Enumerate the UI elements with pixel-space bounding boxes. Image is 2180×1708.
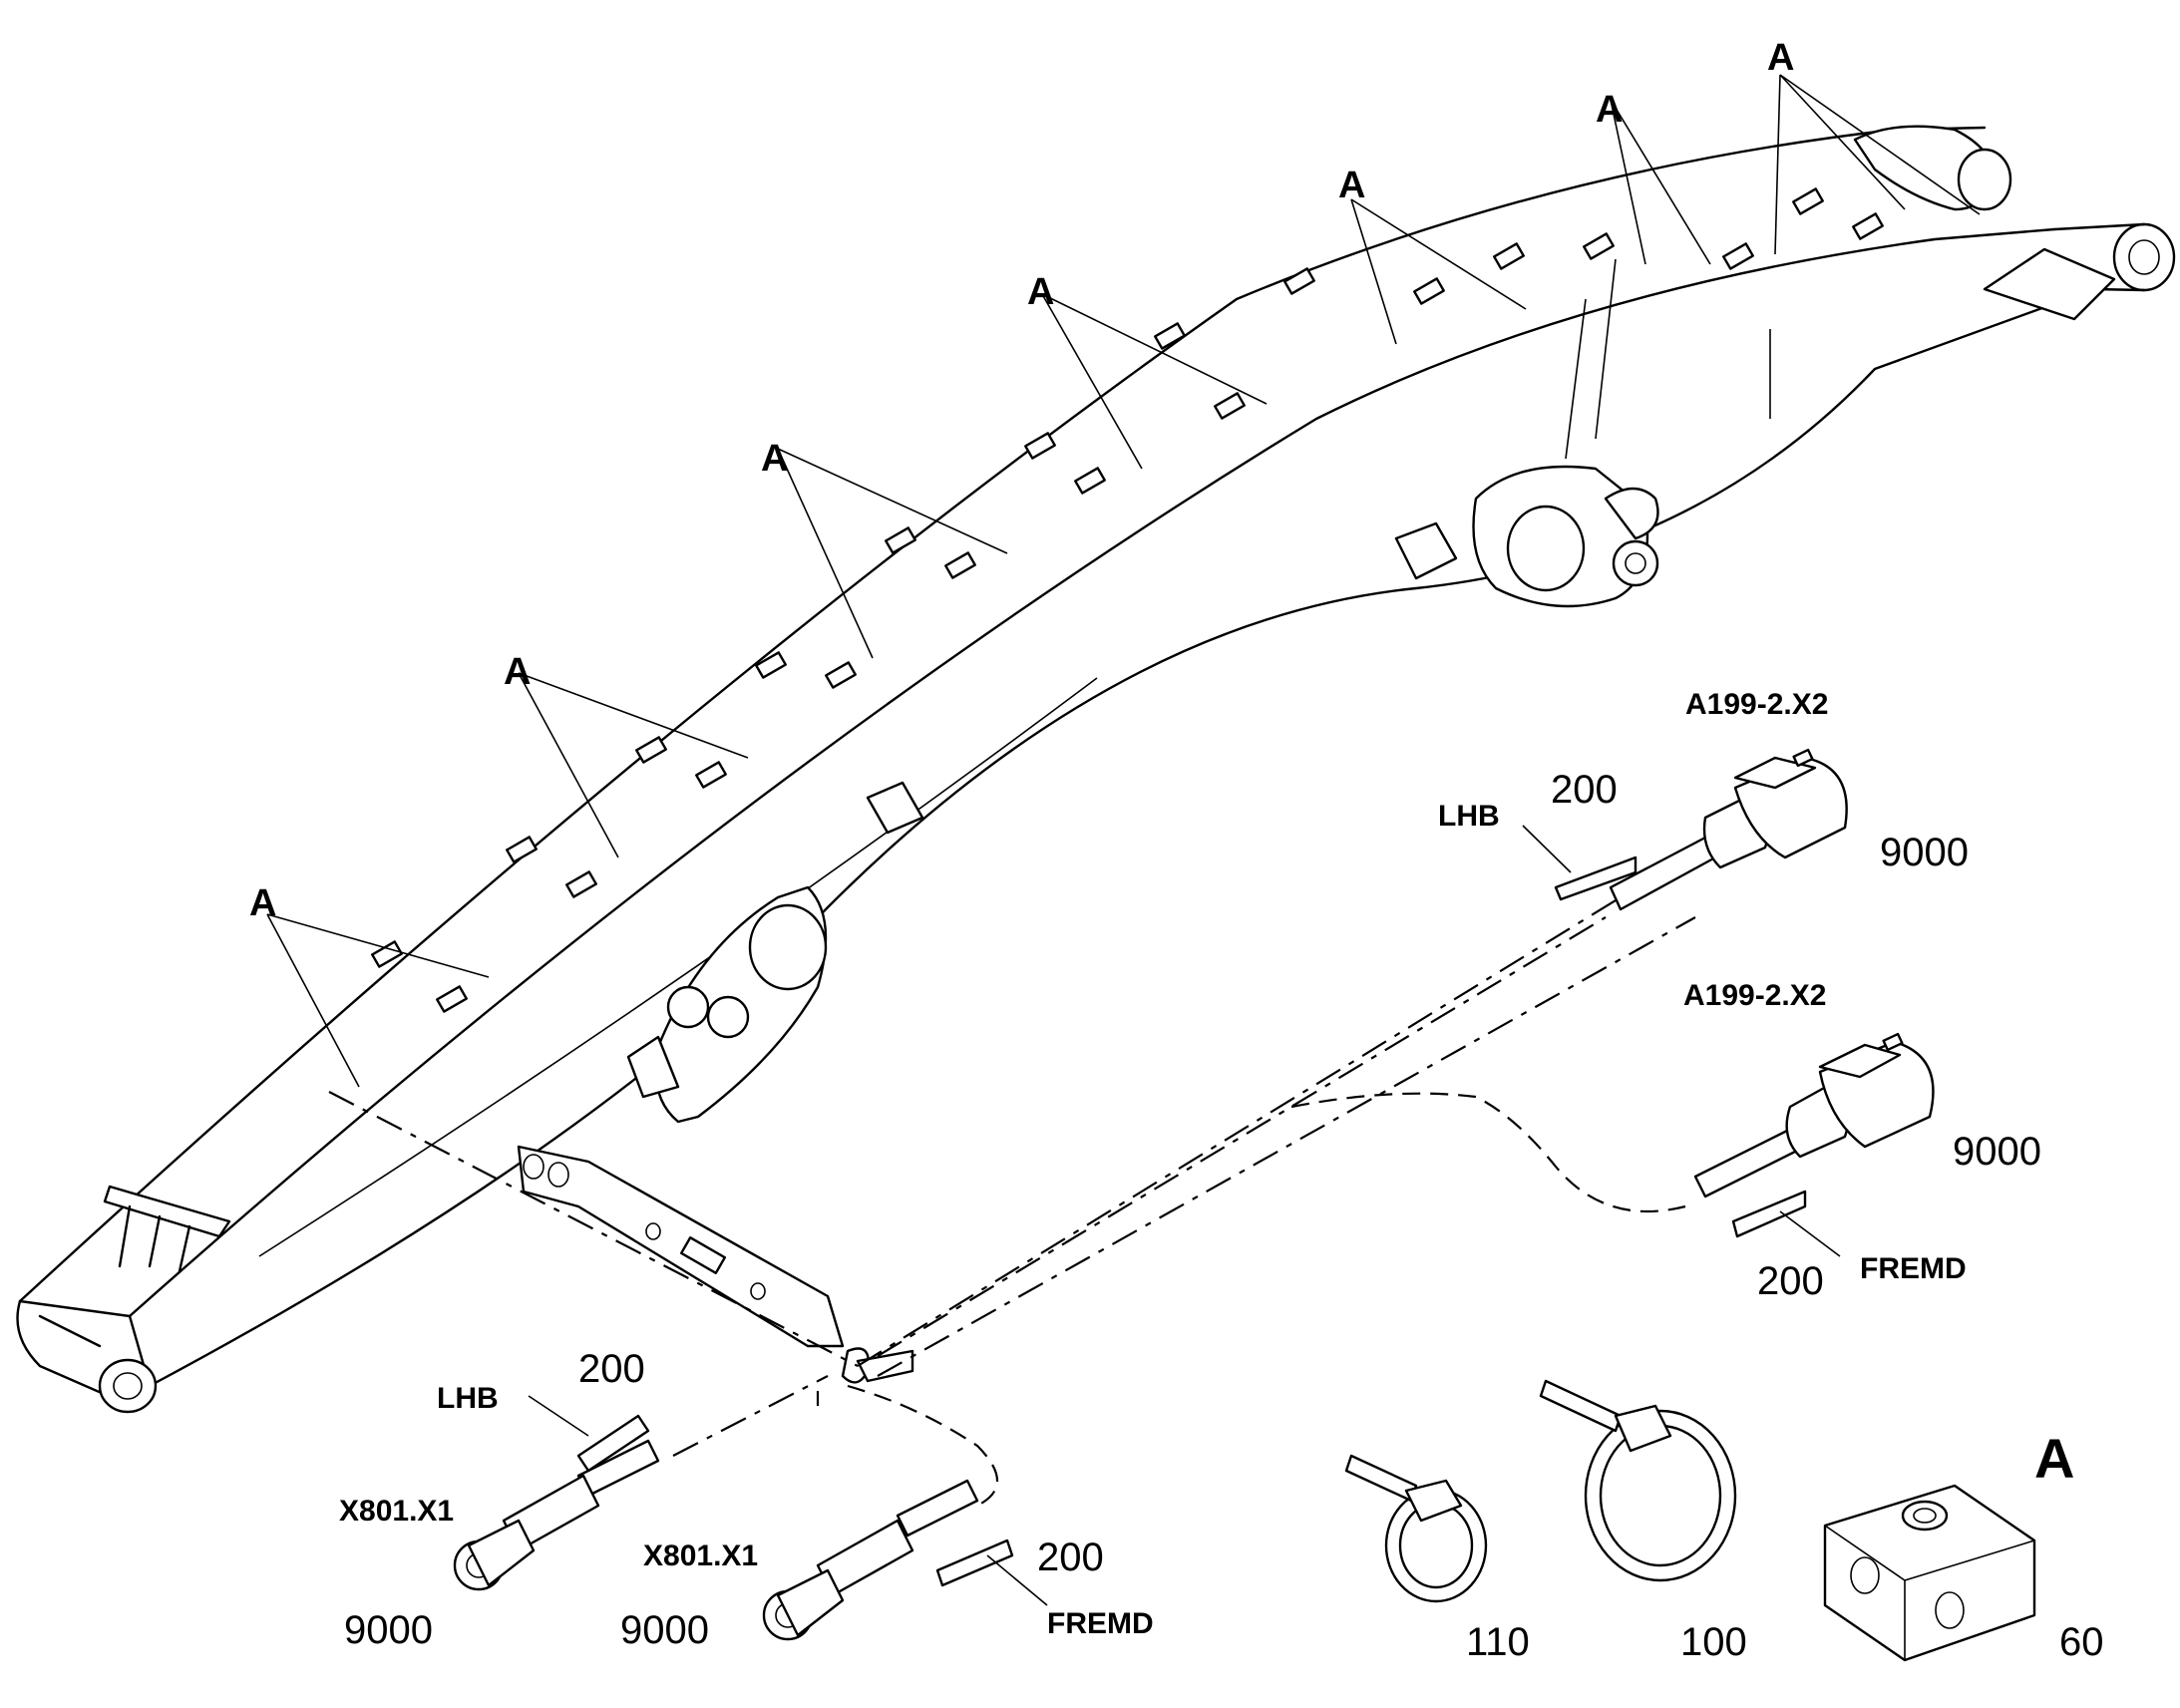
cable-tie-large	[1539, 1379, 1737, 1582]
clamp-block	[1823, 1484, 2036, 1662]
cable-tie-small	[1344, 1454, 1488, 1603]
cylinder-mount-rear	[1472, 298, 1659, 608]
fremd-label-1: FREMD	[1860, 1252, 1967, 1285]
lhb-label-2: LHB	[437, 1382, 499, 1415]
cable-tie-small-number: 110	[1466, 1620, 1530, 1664]
fastener-pads	[371, 187, 1884, 1013]
connector-assembly-top-2	[1693, 1032, 1935, 1257]
section-marker-3: A	[761, 438, 788, 480]
section-marker-4: A	[1027, 271, 1054, 313]
nose-bracket	[103, 1185, 231, 1238]
connector-number-1: 9000	[1880, 831, 1969, 874]
section-marker-6: A	[1596, 89, 1623, 131]
tab-rear	[1394, 521, 1458, 580]
boom-arm	[16, 125, 2176, 1414]
section-marker-1: A	[249, 882, 276, 924]
tab-front	[866, 781, 924, 835]
cable-routes	[328, 856, 1696, 1507]
cable-tie-large-number: 100	[1680, 1620, 1747, 1664]
seal-label-3: 200	[578, 1347, 645, 1391]
connector-assembly-bottom-2	[762, 1479, 1048, 1641]
connector-label-top-2: A199-2.X2	[1683, 979, 1826, 1012]
clamp-block-number: 60	[2059, 1620, 2104, 1664]
connector-assembly-top-1	[1522, 748, 1848, 911]
connector-assembly-bottom-1	[453, 1395, 660, 1591]
section-a-leaders	[266, 74, 1981, 1088]
connector-number-2: 9000	[1953, 1130, 2041, 1174]
seal-label-4: 200	[1037, 1536, 1104, 1579]
detail-a-label: A	[2034, 1427, 2074, 1490]
section-a-markers: A A A A A A A	[249, 37, 1794, 924]
section-marker-2: A	[504, 651, 531, 693]
section-marker-7: A	[1767, 37, 1794, 79]
fremd-label-2: FREMD	[1047, 1607, 1154, 1640]
section-marker-5: A	[1338, 165, 1365, 206]
seal-label-2: 200	[1757, 1259, 1824, 1303]
connector-label-bottom-2: X801.X1	[643, 1539, 758, 1572]
connector-label-bottom-1: X801.X1	[339, 1495, 454, 1528]
connector-label-top-1: A199-2.X2	[1685, 688, 1828, 721]
connector-number-4: 9000	[620, 1608, 709, 1652]
seal-label-1: 200	[1551, 768, 1618, 812]
connector-number-3: 9000	[344, 1608, 433, 1652]
cylinder-mount-front	[626, 885, 828, 1124]
lhb-label-1: LHB	[1438, 800, 1500, 833]
